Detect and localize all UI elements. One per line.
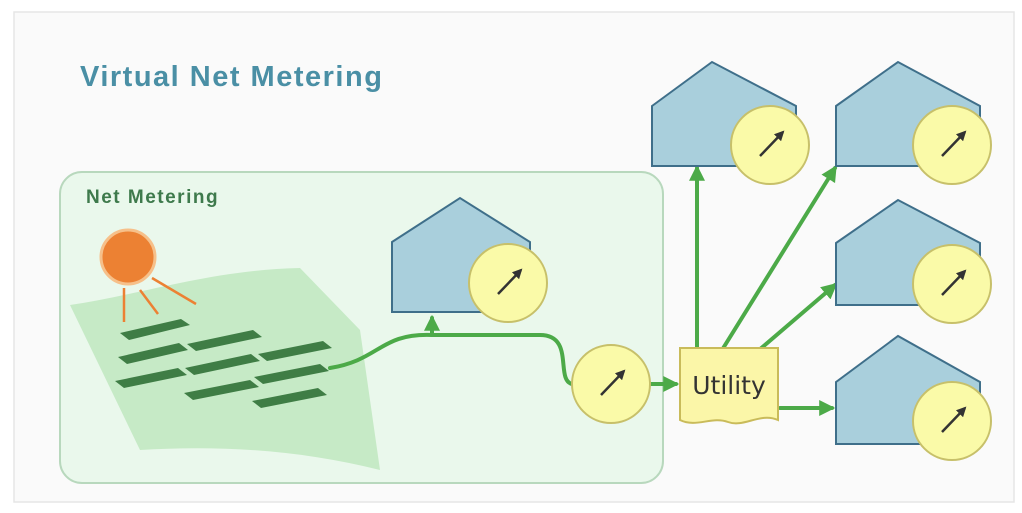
arrow-utility-to-house-2	[720, 165, 837, 352]
utility-label: Utility	[692, 371, 766, 400]
solar-panel	[258, 341, 332, 361]
virtual-house-2-icon	[835, 60, 992, 185]
virtual-house-3-icon	[835, 198, 992, 324]
field-ground	[70, 268, 380, 470]
solar-panel	[185, 354, 260, 375]
solar-panel-array	[115, 319, 332, 408]
production-meter-icon	[571, 344, 651, 424]
solar-panel	[254, 364, 329, 384]
solar-panel	[252, 388, 327, 408]
sun-icon	[99, 228, 197, 322]
solar-panel	[115, 368, 187, 388]
virtual-house-1-icon	[651, 60, 810, 185]
utility-box: Utility	[679, 347, 779, 425]
solar-panel	[118, 343, 188, 364]
onsite-house-icon	[391, 196, 548, 323]
solar-panel	[120, 319, 190, 340]
net-metering-label: Net Metering	[86, 187, 219, 208]
diagram-title: Virtual Net Metering	[80, 61, 383, 93]
solar-panel	[184, 380, 259, 400]
virtual-house-4-icon	[835, 334, 992, 461]
solar-panel	[187, 330, 262, 351]
